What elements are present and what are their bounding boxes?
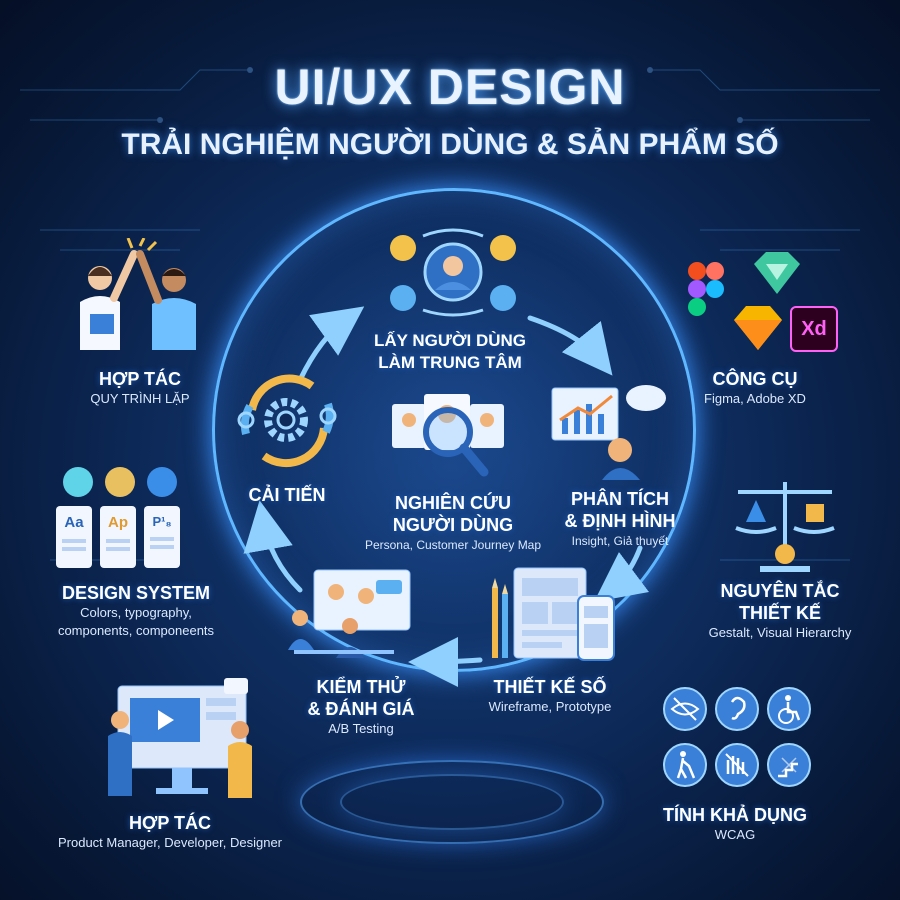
research-label: NGHIÊN CỨU NGƯỜI DÙNG Persona, Customer … <box>364 493 542 552</box>
wireframe-devices-icon <box>492 567 615 661</box>
type-cards: Aa Ap P¹₈ <box>56 506 186 576</box>
design-system-label: DESIGN SYSTEM Colors, typography, compon… <box>57 583 215 638</box>
presentation-team-icon <box>108 678 252 798</box>
type-card-p: P¹₈ <box>144 506 180 568</box>
page-subtitle: TRẢI NGHIỆM NGƯỜI DÙNG & SẢN PHẨM SỐ <box>121 128 779 161</box>
balance-scale-icon <box>735 482 835 572</box>
magnifier-persona-icon <box>392 394 504 477</box>
improve-label: CẢI TIẾN <box>248 485 326 505</box>
type-card-ap: Ap <box>100 506 136 568</box>
sketch-icon <box>734 306 782 350</box>
analysis-chart-icon <box>551 385 666 480</box>
accessible-stairs-icon <box>767 743 811 787</box>
principles-label: NGUYÊN TẮC THIẾT KẾ Gestalt, Visual Hier… <box>708 581 852 640</box>
tools-label: CÔNG CỤ Figma, Adobe XD <box>704 369 806 406</box>
adobe-xd-icon: Xd <box>790 306 838 352</box>
testing-team-icon <box>288 569 411 658</box>
user-centered-label: LẤY NGƯỜI DÙNG LÀM TRUNG TÂM <box>373 331 527 372</box>
glow-platform-inner <box>340 774 564 830</box>
analysis-label: PHÂN TÍCH & ĐỊNH HÌNH Insight, Giả thuyế… <box>564 489 676 548</box>
color-swatches-icon <box>63 467 177 497</box>
high-five-people-icon <box>80 238 196 350</box>
testing-label: KIỂM THỬ & ĐÁNH GIÁ A/B Testing <box>307 677 415 736</box>
glow-platform <box>300 760 604 844</box>
digital-design-label: THIẾT KẾ SỐ Wireframe, Prototype <box>488 677 612 714</box>
figma-icon <box>688 262 724 316</box>
gears-cycle-icon <box>237 374 337 468</box>
user-centered-icon <box>390 228 516 317</box>
hearing-icon <box>715 687 759 731</box>
gem-app-icon <box>754 252 800 294</box>
collab-bottom-label: HỢP TÁC Product Manager, Developer, Desi… <box>57 813 282 850</box>
blind-walker-icon <box>663 743 707 787</box>
sign-language-icon <box>715 743 759 787</box>
type-card-aa: Aa <box>56 506 92 568</box>
collab-top-label: HỢP TÁC QUY TRÌNH LẶP <box>90 369 190 406</box>
usability-label: TÍNH KHẢ DỤNG WCAG <box>663 805 807 842</box>
wheelchair-icon <box>767 687 811 731</box>
page-title: UI/UX DESIGN <box>274 59 626 115</box>
eye-off-icon <box>663 687 707 731</box>
